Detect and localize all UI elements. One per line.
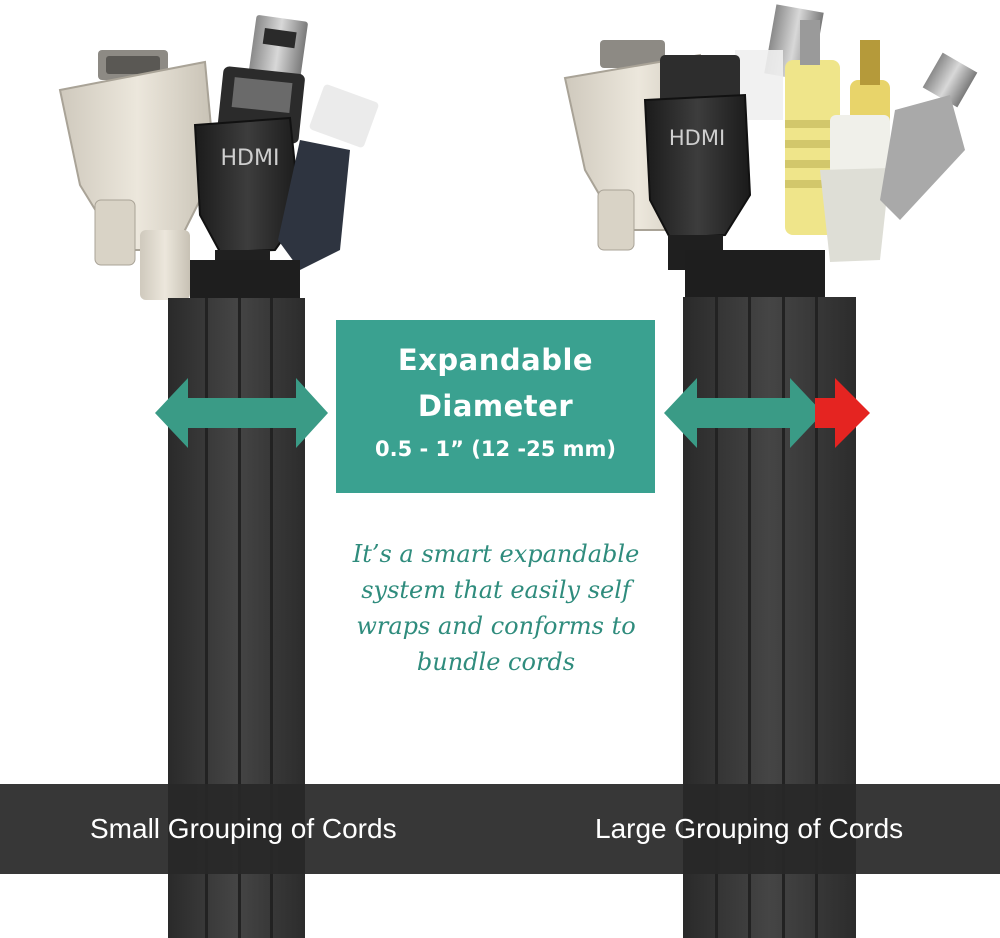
usb-connector-left [247, 15, 308, 87]
info-title-line1: Expandable [397, 343, 594, 377]
vga-connector-left [58, 50, 217, 300]
caption-band: Small Grouping of Cords Large Grouping o… [0, 784, 1000, 874]
ethernet-connector-left [278, 84, 379, 270]
caption-large-grouping: Large Grouping of Cords [595, 813, 904, 844]
info-title-line2: Diameter [417, 389, 574, 423]
right-double-arrow [664, 378, 823, 448]
diameter-spec: 0.5 - 1” (12 -25 mm) [374, 437, 616, 461]
ethernet-connector-right [820, 115, 890, 262]
info-title: Expandable Diameter [336, 337, 655, 429]
left-double-arrow [155, 378, 328, 448]
hdmi-connector-right: HDMI [643, 55, 752, 270]
small-cable-bundle: HDMI [58, 15, 379, 305]
expandable-diameter-box: Expandable Diameter 0.5 - 1” (12 -25 mm) [336, 320, 655, 493]
hdmi-connector-left: HDMI [193, 116, 302, 280]
caption-small-grouping: Small Grouping of Cords [90, 813, 397, 844]
tagline-text: It’s a smart expandable system that easi… [352, 540, 640, 676]
hdmi-label-right: HDMI [669, 126, 725, 150]
usb-b-connector-right [880, 52, 978, 220]
large-cable-bundle: HDMI [563, 4, 978, 300]
expansion-arrow-red [815, 378, 870, 448]
hdmi-label-left: HDMI [221, 146, 280, 171]
